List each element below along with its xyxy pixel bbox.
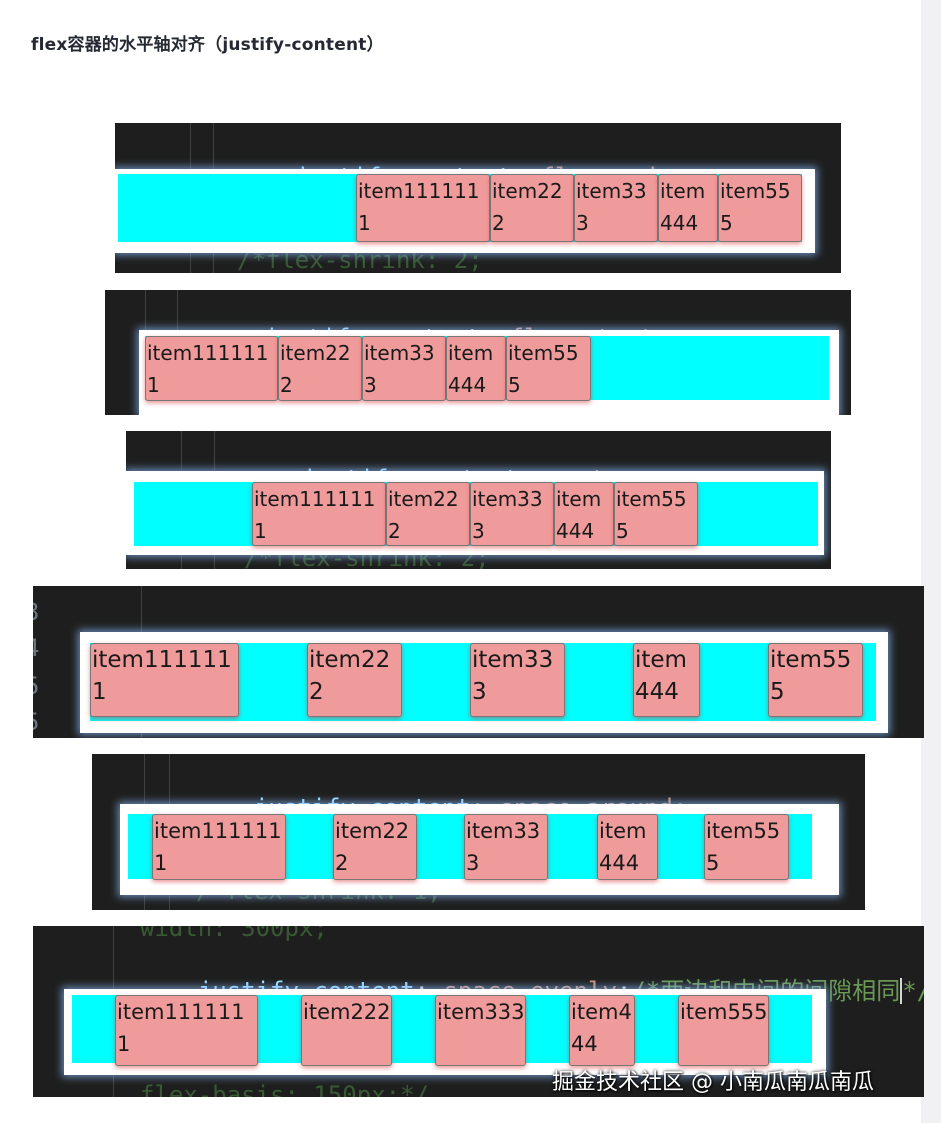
flex-item-1: item1111111 (356, 174, 490, 242)
flex-item-2: item222 (278, 336, 362, 401)
flex-container: item1111111 item222 item333 item444 item… (118, 174, 802, 242)
preview-frame: item1111111 item222 item333 item444 item… (120, 804, 839, 895)
watermark: 掘金技术社区 @ 小南瓜南瓜南瓜 (552, 1070, 874, 1095)
preview-frame: item1111111 item222 item333 item444 item… (126, 471, 824, 555)
example-space-between: 3 4 5 5 justify-content: space-between; … (33, 586, 924, 738)
preview-frame: item1111111 item222 item333 item444 item… (115, 169, 815, 253)
flex-item-5: item555 (704, 814, 789, 880)
flex-item-3: item333 (362, 336, 446, 401)
faint-code-line: flex-basis: 150px;*/ (140, 1081, 429, 1097)
flex-item-4: item444 (658, 174, 718, 242)
preview-frame: item1111111 item222 item333 item444 item… (80, 632, 888, 733)
faint-code-line: width: 300px; (140, 926, 328, 942)
flex-item-2: item222 (301, 995, 392, 1066)
flex-item-3: item333 (574, 174, 658, 242)
flex-item-5: item555 (768, 643, 863, 717)
flex-item-3: item333 (470, 482, 554, 546)
example-flex-start: justify-content: flex-start; item1111111… (105, 290, 851, 415)
flex-item-2: item222 (307, 643, 402, 717)
example-center: justify-content: center; /*flex-shrink: … (126, 431, 831, 569)
flex-container: item1111111 item222 item333 item444 item… (145, 336, 829, 401)
example-space-evenly: width: 300px; justify-content: space-eve… (33, 926, 924, 1097)
flex-item-4: item444 (554, 482, 614, 546)
flex-item-1: item1111111 (115, 995, 258, 1066)
flex-container: item1111111 item222 item333 item444 item… (72, 995, 812, 1066)
example-space-around: justify-content: space-around; /*flex-sh… (92, 754, 865, 910)
flex-item-4: item444 (597, 814, 658, 880)
flex-item-2: item222 (490, 174, 574, 242)
flex-item-1: item1111111 (145, 336, 278, 401)
flex-item-5: item555 (678, 995, 769, 1066)
flex-item-3: item333 (464, 814, 548, 880)
flex-item-1: item1111111 (90, 643, 239, 717)
line-number: 3 (33, 598, 39, 626)
flex-item-4: item444 (446, 336, 506, 401)
flex-item-4: item444 (569, 995, 635, 1066)
flex-item-4: item444 (633, 643, 700, 717)
flex-item-5: item555 (614, 482, 698, 546)
flex-container: item1111111 item222 item333 item444 item… (90, 643, 876, 721)
flex-item-5: item555 (718, 174, 802, 242)
line-number: 5 (33, 708, 39, 736)
flex-item-5: item555 (506, 336, 591, 401)
code-comment-end: */ (902, 977, 924, 1005)
example-flex-end: justify-content: flex-end; /*flex-shrink… (115, 123, 841, 273)
flex-item-1: item1111111 (152, 814, 286, 880)
flex-container: item1111111 item222 item333 item444 item… (128, 814, 812, 880)
page-scrollbar[interactable] (921, 0, 941, 1123)
flex-item-1: item1111111 (252, 482, 386, 546)
flex-item-2: item222 (386, 482, 470, 546)
line-number: 4 (33, 634, 39, 662)
preview-frame: item1111111 item222 item333 item444 item… (64, 989, 826, 1075)
article-heading: flex容器的水平轴对齐（justify-content） (31, 35, 384, 55)
line-number: 5 (33, 672, 39, 700)
flex-item-3: item333 (435, 995, 526, 1066)
flex-item-3: item333 (470, 643, 565, 717)
flex-container: item1111111 item222 item333 item444 item… (134, 482, 818, 546)
preview-frame: item1111111 item222 item333 item444 item… (139, 330, 839, 415)
text-cursor (900, 978, 903, 1004)
flex-item-2: item222 (333, 814, 417, 880)
